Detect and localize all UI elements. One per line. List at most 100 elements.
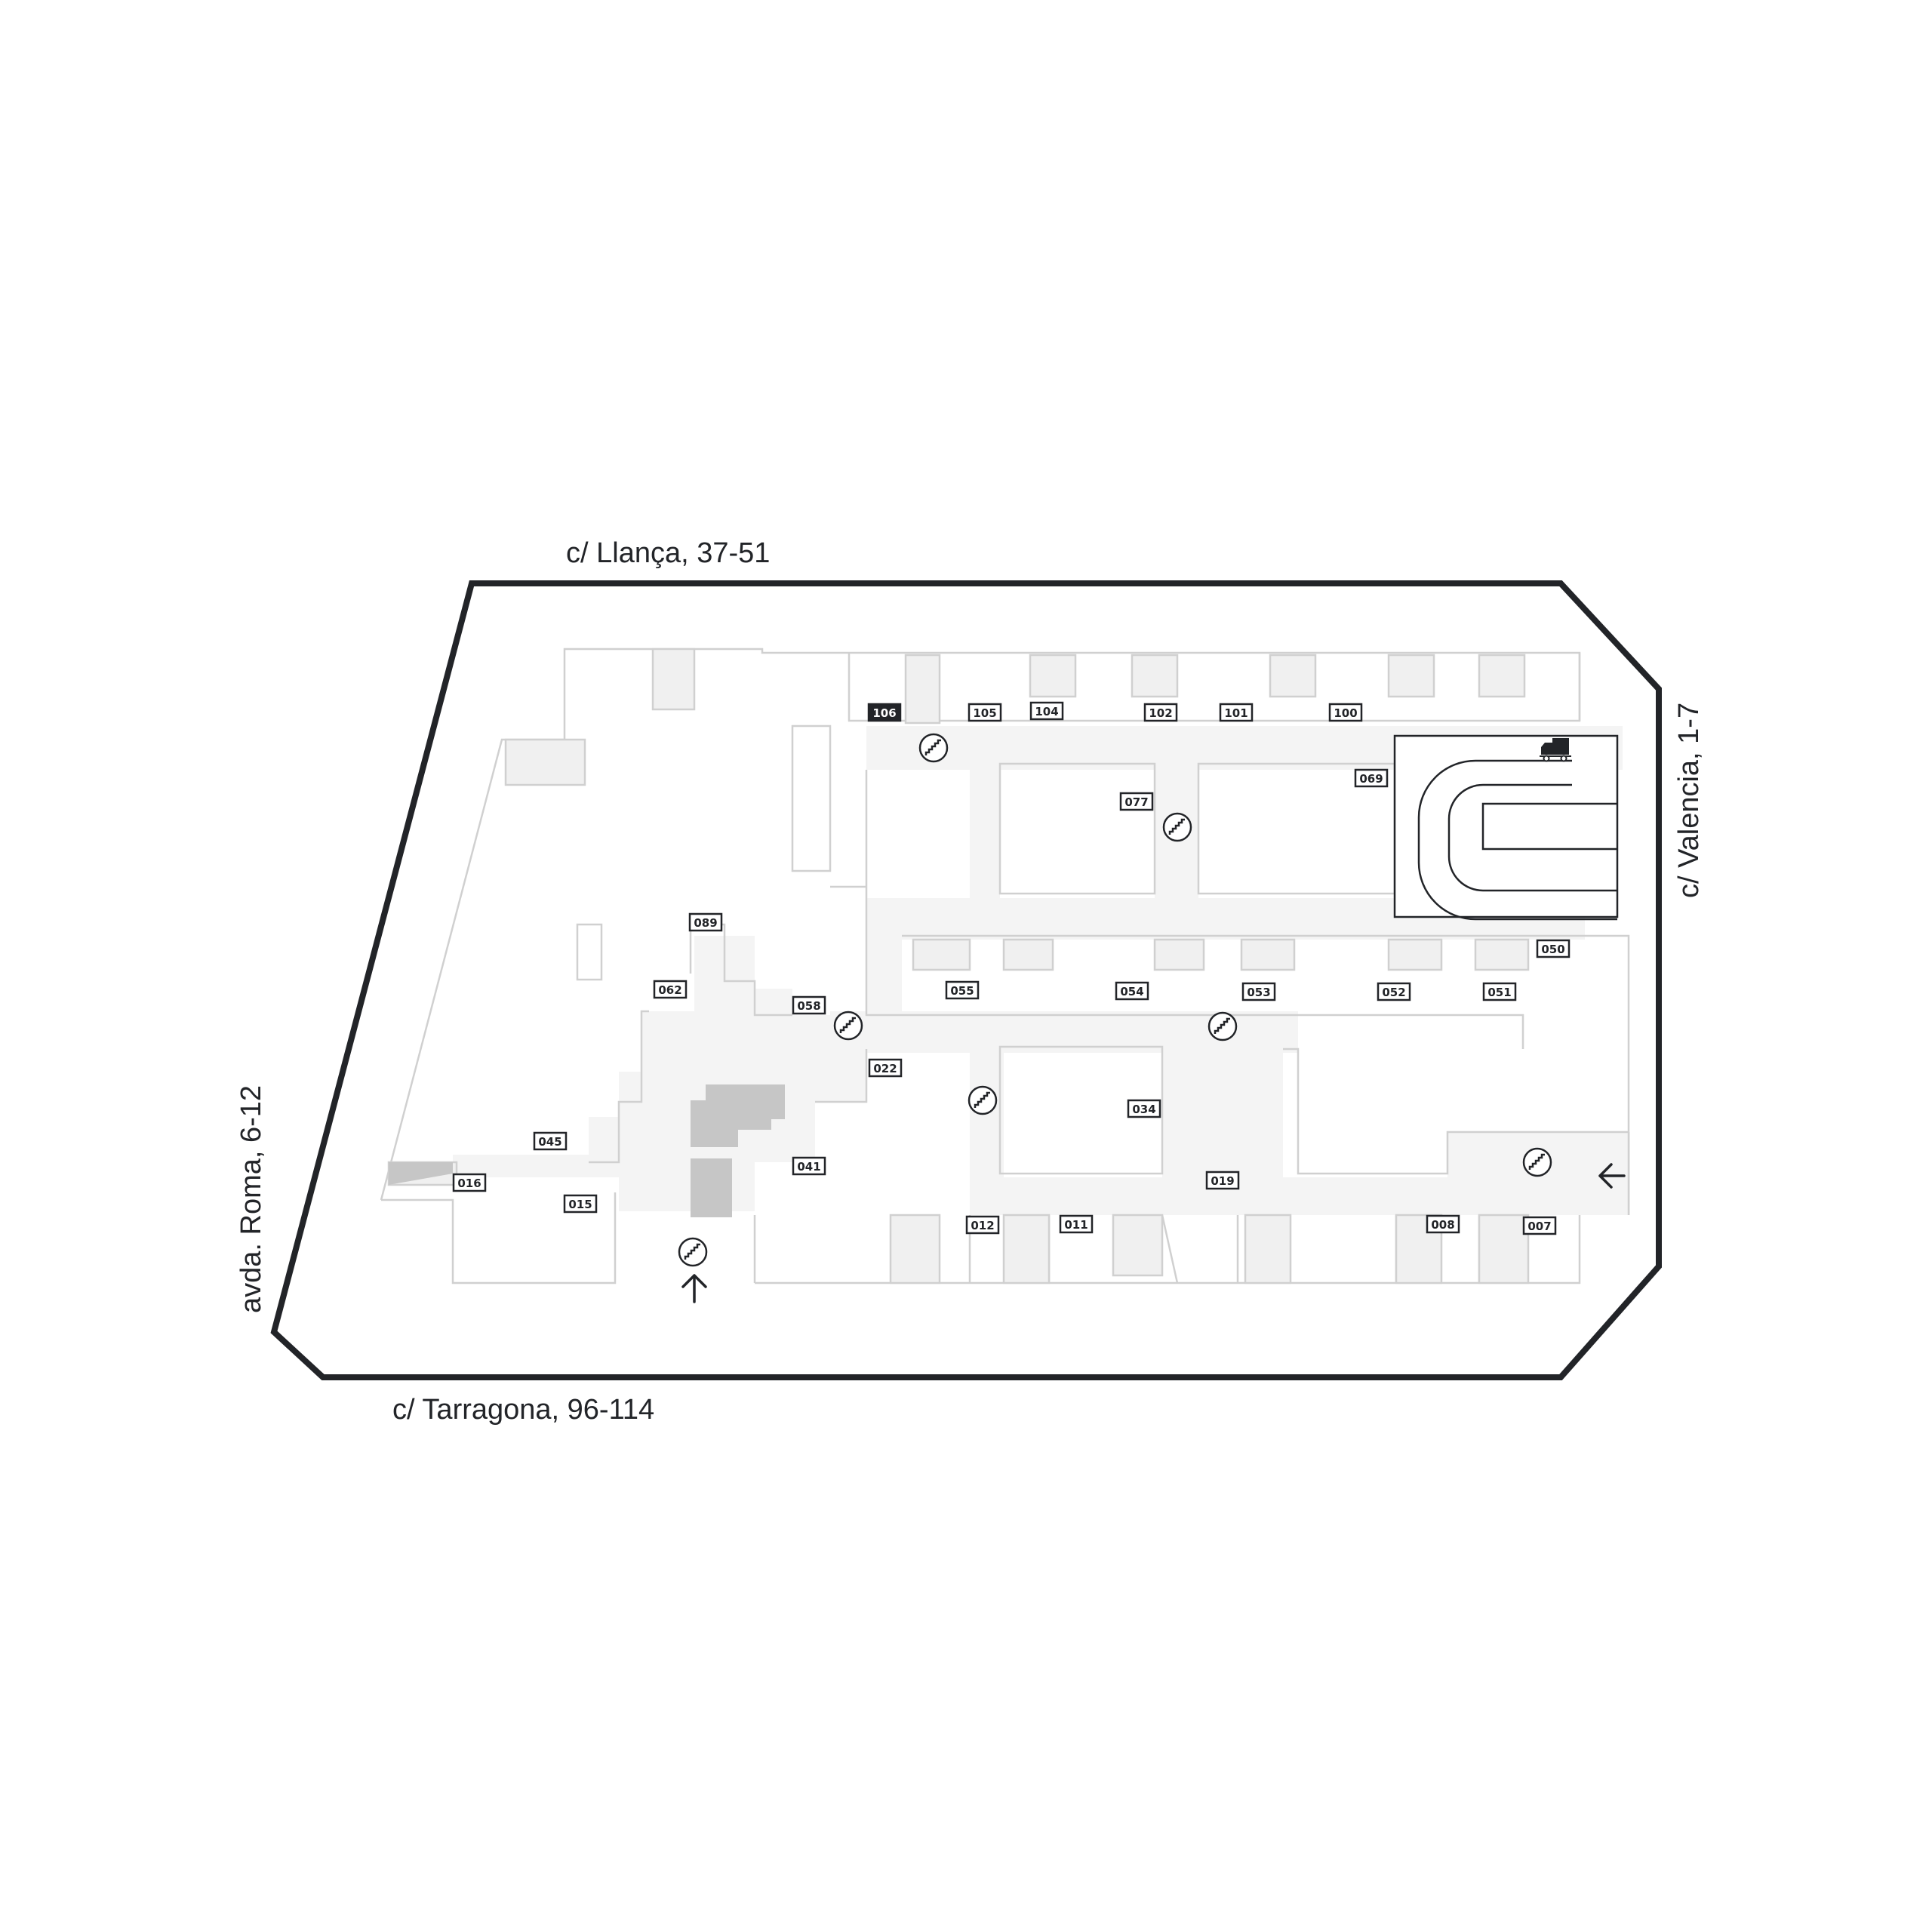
unit-number: 054 bbox=[1120, 985, 1143, 998]
unit-number: 069 bbox=[1359, 772, 1383, 786]
unit-label-041[interactable]: 041 bbox=[792, 1156, 826, 1176]
unit-box bbox=[1119, 792, 1154, 811]
unit-number: 015 bbox=[568, 1198, 592, 1211]
unit-number: 022 bbox=[873, 1062, 897, 1075]
unit-number: 041 bbox=[797, 1160, 820, 1174]
unit-box bbox=[563, 1194, 598, 1214]
site-boundary bbox=[270, 580, 1662, 1380]
unit-label-051[interactable]: 051 bbox=[1482, 982, 1517, 1001]
unit-number: 016 bbox=[457, 1177, 481, 1190]
unit-box bbox=[1536, 939, 1571, 958]
unit-label-101[interactable]: 101 bbox=[1219, 703, 1254, 722]
unit-number: 052 bbox=[1382, 986, 1405, 999]
unit-label-022[interactable]: 022 bbox=[868, 1058, 903, 1078]
unit-box bbox=[533, 1131, 568, 1151]
unit-number: 008 bbox=[1431, 1218, 1454, 1232]
unit-label-034[interactable]: 034 bbox=[1127, 1099, 1161, 1118]
unit-box bbox=[1426, 1214, 1460, 1234]
parking-ramp bbox=[1393, 734, 1619, 921]
unit-label-055[interactable]: 055 bbox=[945, 980, 980, 1000]
unit-label-054[interactable]: 054 bbox=[1115, 981, 1149, 1001]
unit-number: 034 bbox=[1132, 1103, 1155, 1116]
unit-number: 051 bbox=[1487, 986, 1511, 999]
unit-label-077[interactable]: 077 bbox=[1119, 792, 1154, 811]
unit-number: 089 bbox=[694, 916, 717, 930]
unit-box bbox=[452, 1173, 487, 1192]
unit-labels: 106 105 104 102 101 100 069 077 089 062 058 055 054 0… bbox=[452, 701, 1571, 1235]
unit-label-050[interactable]: 050 bbox=[1536, 939, 1571, 958]
unit-label-011[interactable]: 011 bbox=[1059, 1214, 1094, 1234]
unit-number: 011 bbox=[1064, 1218, 1088, 1232]
unit-box bbox=[1029, 701, 1064, 721]
unit-label-106[interactable]: 106 bbox=[867, 703, 902, 722]
stairs-icon bbox=[1522, 1147, 1552, 1177]
unit-number: 012 bbox=[971, 1219, 994, 1232]
unit-box bbox=[1219, 703, 1254, 722]
unit-number: 104 bbox=[1035, 705, 1058, 718]
unit-box bbox=[1354, 768, 1389, 788]
unit-number: 106 bbox=[872, 706, 896, 720]
unit-number: 050 bbox=[1541, 943, 1564, 956]
unit-number: 101 bbox=[1224, 706, 1247, 720]
entrance-arrow-icon[interactable] bbox=[1598, 1163, 1626, 1189]
stairs-layer bbox=[678, 733, 1552, 1267]
unit-box bbox=[1377, 982, 1411, 1001]
unit-label-102[interactable]: 102 bbox=[1143, 703, 1178, 722]
unit-number: 055 bbox=[950, 984, 974, 998]
unit-box bbox=[1143, 703, 1178, 722]
unit-label-069[interactable]: 069 bbox=[1354, 768, 1389, 788]
unit-label-052[interactable]: 052 bbox=[1377, 982, 1411, 1001]
stairs-icon bbox=[968, 1085, 998, 1115]
stairs-icon bbox=[1208, 1011, 1238, 1041]
unit-box bbox=[965, 1215, 1000, 1235]
unit-label-062[interactable]: 062 bbox=[653, 980, 688, 999]
unit-label-007[interactable]: 007 bbox=[1522, 1216, 1557, 1235]
shaded-units bbox=[387, 648, 1530, 1284]
unit-box bbox=[1241, 982, 1276, 1001]
unit-box bbox=[868, 1058, 903, 1078]
unit-label-008[interactable]: 008 bbox=[1426, 1214, 1460, 1234]
unit-box bbox=[653, 980, 688, 999]
unit-number: 045 bbox=[538, 1135, 561, 1149]
street-label-north: c/ Llança, 37-51 bbox=[566, 537, 770, 569]
unit-label-100[interactable]: 100 bbox=[1328, 703, 1363, 722]
unit-label-058[interactable]: 058 bbox=[792, 995, 826, 1015]
unit-label-105[interactable]: 105 bbox=[968, 703, 1002, 722]
unit-label-089[interactable]: 089 bbox=[688, 912, 723, 932]
unit-box bbox=[1482, 982, 1517, 1001]
central-features bbox=[389, 1084, 785, 1217]
unit-label-019[interactable]: 019 bbox=[1205, 1171, 1240, 1190]
unit-box bbox=[945, 980, 980, 1000]
unit-box bbox=[1127, 1099, 1161, 1118]
unit-box bbox=[1522, 1216, 1557, 1235]
unit-label-045[interactable]: 045 bbox=[533, 1131, 568, 1151]
unit-number: 100 bbox=[1334, 706, 1357, 720]
unit-label-015[interactable]: 015 bbox=[563, 1194, 598, 1214]
unit-box bbox=[1205, 1171, 1240, 1190]
stairs-icon bbox=[833, 1011, 863, 1041]
unit-number: 062 bbox=[658, 983, 681, 997]
unit-box bbox=[968, 703, 1002, 722]
unit-box bbox=[1059, 1214, 1094, 1234]
unit-box bbox=[867, 703, 902, 722]
street-label-south: c/ Tarragona, 96-114 bbox=[392, 1394, 654, 1426]
unit-number: 007 bbox=[1527, 1220, 1551, 1233]
unit-box bbox=[1328, 703, 1363, 722]
unit-number: 019 bbox=[1211, 1174, 1234, 1188]
unit-label-012[interactable]: 012 bbox=[965, 1215, 1000, 1235]
street-label-east: c/ Valencia, 1-7 bbox=[1673, 703, 1705, 898]
stairs-icon bbox=[1162, 812, 1192, 842]
street-label-west: avda. Roma, 6-12 bbox=[235, 1085, 267, 1313]
entrance-arrow-icon[interactable] bbox=[681, 1274, 707, 1303]
unit-label-104[interactable]: 104 bbox=[1029, 701, 1064, 721]
unit-number: 053 bbox=[1247, 986, 1270, 999]
unit-box bbox=[1115, 981, 1149, 1001]
unit-label-053[interactable]: 053 bbox=[1241, 982, 1276, 1001]
unit-box bbox=[688, 912, 723, 932]
truck-icon bbox=[1540, 738, 1571, 762]
stairs-icon bbox=[678, 1237, 708, 1267]
unit-label-016[interactable]: 016 bbox=[452, 1173, 487, 1192]
unit-box bbox=[792, 1156, 826, 1176]
unit-number: 077 bbox=[1124, 795, 1148, 809]
